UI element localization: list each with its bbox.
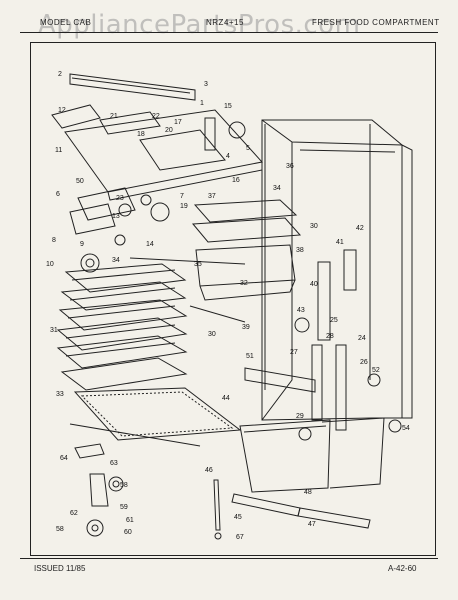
callout-4: 4 <box>226 153 230 160</box>
callout-34: 34 <box>112 257 120 264</box>
callout-10: 10 <box>46 261 54 268</box>
callout-13: 13 <box>112 213 120 220</box>
callout-50: 50 <box>76 178 84 185</box>
callout-45: 45 <box>234 514 242 521</box>
callout-29: 29 <box>296 413 304 420</box>
callout-23: 23 <box>116 195 124 202</box>
callout-31: 31 <box>50 327 58 334</box>
callout-7: 7 <box>180 193 184 200</box>
callout-12: 12 <box>58 107 66 114</box>
glass-shelf <box>69 387 242 447</box>
model-number: NRZ4+15 <box>206 18 244 27</box>
callout-52: 52 <box>372 367 380 374</box>
callout-28: 28 <box>326 333 334 340</box>
callout-26: 26 <box>360 359 368 366</box>
callout-22: 22 <box>152 113 160 120</box>
callout-1: 1 <box>200 100 204 107</box>
callout-36: 36 <box>286 163 294 170</box>
model-label: MODEL CAB <box>40 18 92 27</box>
callout-20: 20 <box>165 127 173 134</box>
shelf-supports <box>294 249 402 433</box>
callout-14: 14 <box>146 241 154 248</box>
callout-51: 51 <box>246 353 254 360</box>
callout-11: 11 <box>55 147 62 154</box>
callout-59: 59 <box>120 504 128 511</box>
callout-39: 39 <box>242 324 250 331</box>
callout-54: 54 <box>402 425 410 432</box>
callout-34b: 34 <box>273 185 281 192</box>
callout-3: 3 <box>204 81 208 88</box>
callout-33: 33 <box>56 391 64 398</box>
callout-48: 48 <box>304 489 312 496</box>
callout-41: 41 <box>336 239 344 246</box>
callout-9: 9 <box>80 241 84 248</box>
callout-8: 8 <box>52 237 56 244</box>
callout-17: 17 <box>174 119 182 126</box>
callout-38: 38 <box>296 247 304 254</box>
callout-40: 40 <box>310 281 318 288</box>
callout-42: 42 <box>356 225 364 232</box>
callout-67: 67 <box>236 534 244 541</box>
shelf-stack <box>56 263 188 391</box>
callout-30b: 30 <box>208 331 216 338</box>
callout-37: 37 <box>208 193 216 200</box>
section-title: FRESH FOOD COMPARTMENT <box>312 18 440 27</box>
callout-62: 62 <box>70 510 78 517</box>
callout-30: 30 <box>310 223 318 230</box>
callout-6: 6 <box>56 191 60 198</box>
footer-rule <box>20 558 438 559</box>
kick-plate <box>244 367 316 393</box>
callout-24: 24 <box>358 335 366 342</box>
callout-35: 35 <box>194 261 202 268</box>
cabinet-liner <box>261 119 413 421</box>
callout-18: 18 <box>137 131 145 138</box>
control-assembly <box>69 187 170 273</box>
callout-21: 21 <box>110 113 118 120</box>
callout-2: 2 <box>58 71 62 78</box>
callout-64: 64 <box>60 455 68 462</box>
issued-date: ISSUED 11/85 <box>34 564 86 573</box>
callout-46: 46 <box>205 467 213 474</box>
header-rule <box>20 32 438 33</box>
callout-43: 43 <box>297 307 305 314</box>
callout-16: 16 <box>232 177 240 184</box>
ceiling-panel <box>64 109 263 201</box>
callout-44: 44 <box>222 395 230 402</box>
callout-58b: 58 <box>56 526 64 533</box>
upper-shelves <box>129 199 302 323</box>
callout-25: 25 <box>330 317 338 324</box>
callout-58: 58 <box>120 482 128 489</box>
callout-60: 60 <box>124 529 132 536</box>
crisper-pans <box>231 417 385 529</box>
callout-labels: 2 3 1 15 12 21 22 17 20 18 11 5 4 50 16 … <box>46 71 410 541</box>
hinge-parts <box>74 443 124 537</box>
callout-61: 61 <box>126 517 134 524</box>
callout-5: 5 <box>246 145 250 152</box>
callout-15: 15 <box>224 103 232 110</box>
callout-47: 47 <box>308 521 316 528</box>
callout-32: 32 <box>240 280 248 287</box>
watermark: AppliancePartsPros.com <box>38 10 361 40</box>
top-rail <box>69 73 196 101</box>
callout-19: 19 <box>180 203 188 210</box>
cover-rod <box>213 479 222 540</box>
drawing-code: A-42-60 <box>388 564 417 573</box>
light-shield <box>51 104 246 151</box>
callout-27: 27 <box>290 349 298 356</box>
diagram-frame <box>30 42 436 556</box>
callout-63: 63 <box>110 460 118 467</box>
